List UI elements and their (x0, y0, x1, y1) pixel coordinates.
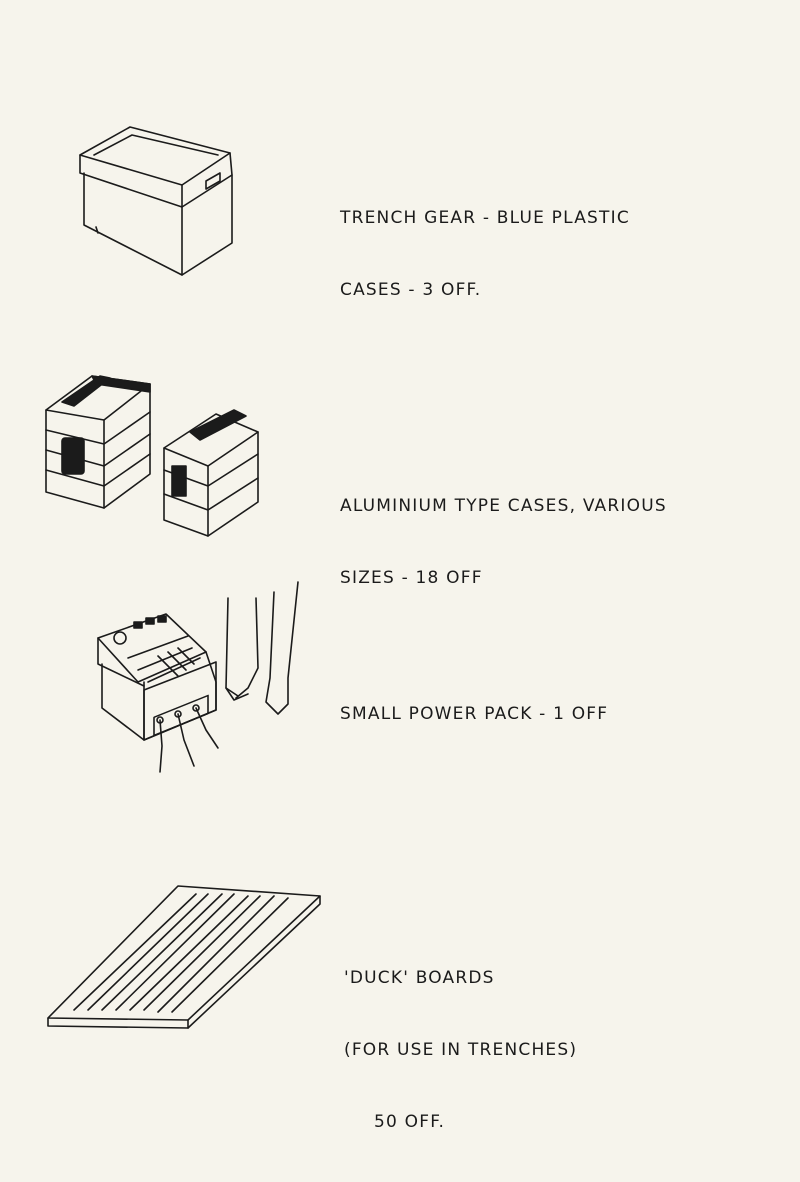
item-4-line-2: (FOR USE IN TRENCHES) (344, 1040, 578, 1060)
inventory-sheet: TRENCH GEAR - BLUE PLASTIC CASES - 3 OFF… (40, 115, 667, 1132)
item-2-line-1: ALUMINIUM TYPE CASES, VARIOUS (340, 496, 667, 516)
item-4-line-3: 50 OFF. (374, 1112, 446, 1132)
item-3-description: SMALL POWER PACK - 1 OFF (340, 654, 608, 774)
item-2-description: ALUMINIUM TYPE CASES, VARIOUS SIZES - 18… (340, 446, 667, 638)
item-2-line-2: SIZES - 18 OFF (340, 568, 483, 588)
item-1-description: TRENCH GEAR - BLUE PLASTIC CASES - 3 OFF… (340, 158, 630, 350)
item-4-line-1: 'DUCK' BOARDS (344, 968, 495, 988)
plastic-crate-icon (70, 115, 250, 285)
power-pack-icon (88, 578, 318, 778)
item-4-description: 'DUCK' BOARDS (FOR USE IN TRENCHES) 50 O… (344, 918, 577, 1182)
item-1-line-2: CASES - 3 OFF. (340, 280, 482, 300)
duck-board-icon (44, 882, 324, 1032)
item-3-line-1: SMALL POWER PACK - 1 OFF (340, 704, 609, 724)
item-1-line-1: TRENCH GEAR - BLUE PLASTIC (340, 208, 630, 228)
aluminium-cases-icon (40, 370, 270, 540)
